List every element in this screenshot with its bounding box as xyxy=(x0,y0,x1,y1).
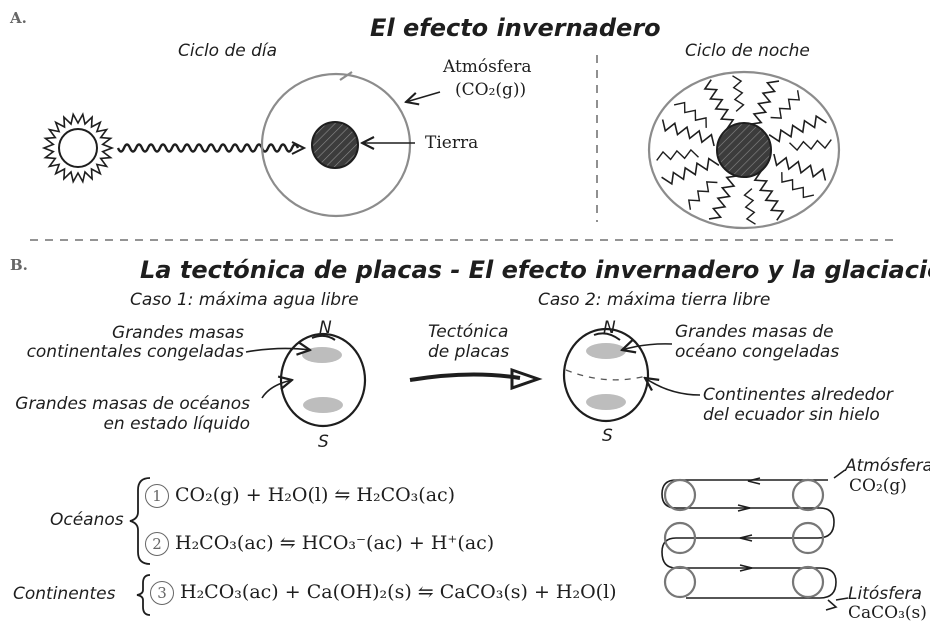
atmosphere-label: Atmósfera xyxy=(443,57,532,77)
tectonic-arrow xyxy=(409,372,521,382)
oceans-brace xyxy=(129,477,151,565)
cycle-lithosphere-label: Litósfera xyxy=(848,584,922,604)
case2-ice-label-line1: Grandes masas de xyxy=(675,322,834,342)
trapped-ray xyxy=(661,157,720,186)
case2-land-label-line2: del ecuador sin hielo xyxy=(703,405,880,425)
earth-label: Tierra xyxy=(425,133,479,153)
reflected-ray xyxy=(781,172,815,199)
tectonic-label-line1: Tectónica xyxy=(428,322,509,342)
case2-title: Caso 2: máxima tierra libre xyxy=(538,290,771,310)
night-cycle-label: Ciclo de noche xyxy=(685,41,810,61)
atmosphere-pointer xyxy=(406,91,441,102)
case1-north: N xyxy=(319,318,332,338)
equation-3-number: 3 xyxy=(150,581,174,605)
equation-3: 3 H₂CO₃(ac) + Ca(OH)₂(s) ⇋ CaCO₃(s) + H₂O… xyxy=(150,581,617,605)
trapped-ray xyxy=(773,153,827,181)
case1-ocean-label-line1: Grandes masas de océanos xyxy=(15,394,250,414)
reflected-ray xyxy=(732,75,745,112)
case1-title: Caso 1: máxima agua libre xyxy=(130,290,359,310)
case2-ice-pointer xyxy=(622,344,673,350)
trapped-ray xyxy=(749,80,780,126)
case1-ice-label-line1: Grandes masas xyxy=(112,323,244,343)
lithosphere-cycle-pointer xyxy=(835,597,849,601)
section-b-letter: B. xyxy=(10,256,28,274)
carbon-cycle xyxy=(661,477,838,611)
trapped-ray xyxy=(703,79,735,130)
tectonic-label-line2: de placas xyxy=(428,342,510,362)
cycle-atmosphere-formula: CO₂(g) xyxy=(849,476,907,496)
case1-ice-label-line2: continentales congeladas xyxy=(26,342,244,362)
equation-1-number: 1 xyxy=(145,484,169,508)
case2-north: N xyxy=(603,318,616,338)
trapped-ray xyxy=(661,119,715,147)
reflected-ray xyxy=(789,139,832,152)
equation-3-text: H₂CO₃(ac) + Ca(OH)₂(s) ⇋ CaCO₃(s) + H₂O(… xyxy=(180,581,617,603)
case2-land-label-line1: Continentes alrededor xyxy=(703,385,893,405)
section-a-letter: A. xyxy=(10,9,27,27)
atmosphere-cycle-pointer xyxy=(833,469,846,479)
case1-ocean-label-line2: en estado líquido xyxy=(103,414,250,434)
trapped-ray xyxy=(708,174,739,220)
trapped-ray xyxy=(768,114,827,143)
reflected-ray xyxy=(770,90,801,119)
reflected-ray xyxy=(673,101,707,128)
radiation-wave xyxy=(116,143,300,153)
reflected-ray xyxy=(743,188,756,225)
atmosphere-formula: (CO₂(g)) xyxy=(455,80,527,100)
equation-1: 1 CO₂(g) + H₂O(l) ⇋ H₂CO₃(ac) xyxy=(145,484,455,508)
day-atmosphere xyxy=(260,72,412,218)
case2-land-pointer xyxy=(645,378,701,396)
night-earth xyxy=(716,122,772,178)
day-cycle-label: Ciclo de día xyxy=(178,41,278,61)
equation-2: 2 H₂CO₃(ac) ⇋ HCO₃⁻(ac) + H⁺(ac) xyxy=(145,532,494,556)
trapped-ray xyxy=(753,170,785,221)
oceans-label: Océanos xyxy=(50,510,124,530)
day-earth xyxy=(311,121,359,169)
globe-case2 xyxy=(562,327,650,423)
case1-ice-pointer xyxy=(245,348,310,352)
section-a-title: El efecto invernadero xyxy=(370,14,661,42)
cycle-circles xyxy=(663,478,825,599)
case1-ocean-pointer xyxy=(261,380,292,399)
night-atmosphere xyxy=(647,70,841,230)
cycle-lithosphere-formula: CaCO₃(s) xyxy=(848,603,927,623)
cycle-atmosphere-label: Atmósfera xyxy=(845,456,930,476)
case2-ice-label-line2: océano congeladas xyxy=(675,342,840,362)
sun-icon xyxy=(41,112,115,184)
trapped-radiation xyxy=(656,75,832,225)
case2-south: S xyxy=(602,426,613,446)
equation-1-text: CO₂(g) + H₂O(l) ⇋ H₂CO₃(ac) xyxy=(175,484,456,506)
radiation-arrowhead xyxy=(291,141,307,155)
equation-2-number: 2 xyxy=(145,532,169,556)
reflected-ray xyxy=(656,148,699,161)
continents-label: Continentes xyxy=(13,584,116,604)
section-b-title: La tectónica de placas - El efecto inver… xyxy=(140,256,930,284)
case1-south: S xyxy=(318,432,329,452)
continents-brace xyxy=(136,574,151,616)
equation-2-text: H₂CO₃(ac) ⇋ HCO₃⁻(ac) + H⁺(ac) xyxy=(175,532,495,554)
reflected-ray xyxy=(687,181,718,210)
